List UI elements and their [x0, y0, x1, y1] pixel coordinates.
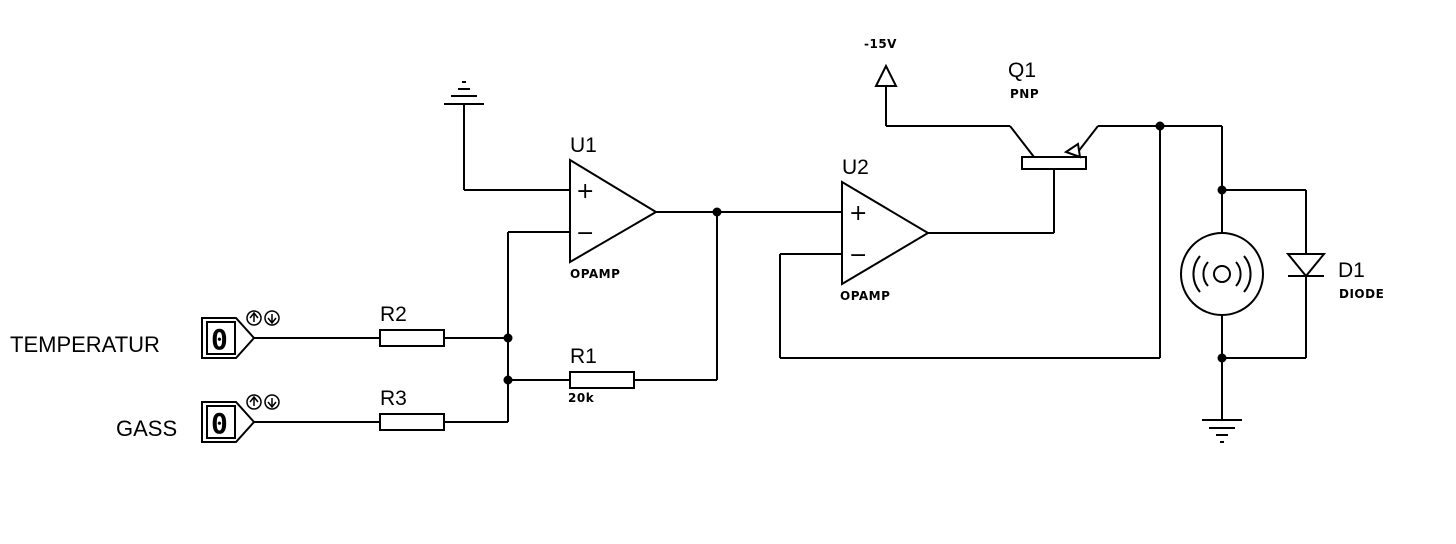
- logic-state-value: 0: [211, 407, 228, 440]
- opamp-minus: −: [576, 221, 594, 246]
- resistor-value: 20k: [568, 391, 595, 405]
- input-label: GASS: [116, 416, 177, 441]
- resistor-body[interactable]: [379, 329, 445, 347]
- ground-symbol-u1: [444, 81, 484, 105]
- logic-state-box[interactable]: [201, 401, 256, 443]
- junction-dot: [712, 207, 722, 217]
- opamp-u2[interactable]: U2 + − OPAMP: [840, 156, 930, 303]
- input-label: TEMPERATUR: [10, 332, 160, 357]
- transistor-base-bar[interactable]: [1021, 156, 1087, 170]
- opamp-minus: −: [849, 243, 867, 268]
- logic-state-value: 0: [211, 323, 228, 356]
- opamp-type: OPAMP: [570, 267, 620, 281]
- toggle-up-down-icon[interactable]: [246, 310, 280, 326]
- junction-dot: [1217, 353, 1227, 363]
- buzzer[interactable]: [1180, 232, 1264, 316]
- opamp-ref: U1: [570, 134, 597, 157]
- pnp-emitter-arrow-icon: [1063, 142, 1082, 159]
- resistor-body[interactable]: [569, 371, 635, 389]
- resistor-r2[interactable]: R2: [379, 303, 445, 347]
- opamp-plus: +: [576, 179, 594, 204]
- diode-body[interactable]: [1285, 253, 1327, 278]
- input-gass[interactable]: GASS 0: [116, 394, 280, 443]
- resistor-ref: R3: [380, 387, 407, 410]
- transistor-type: PNP: [1010, 87, 1039, 101]
- transistor-ref: Q1: [1008, 59, 1036, 82]
- logic-state-box[interactable]: [201, 317, 256, 359]
- wires: [252, 86, 1307, 423]
- diode-d1[interactable]: D1 DIODE: [1285, 253, 1384, 301]
- resistor-ref: R2: [380, 303, 407, 326]
- junction-dot: [503, 375, 513, 385]
- diode-ref: D1: [1338, 259, 1365, 282]
- supply-arrow-icon: [874, 63, 898, 87]
- ground-symbol-output: [1202, 419, 1242, 443]
- transistor-q1[interactable]: Q1 PNP: [1008, 59, 1087, 170]
- opamp-ref: U2: [842, 156, 869, 179]
- junction-dot: [503, 333, 513, 343]
- opamp-plus: +: [849, 201, 867, 226]
- opamp-u1[interactable]: U1 + − OPAMP: [569, 134, 658, 281]
- opamp-type: OPAMP: [840, 289, 890, 303]
- supply-minus-15v[interactable]: -15V: [864, 37, 898, 87]
- junctions: [503, 121, 1227, 385]
- input-temperatur[interactable]: TEMPERATUR 0: [10, 310, 280, 359]
- diode-type: DIODE: [1339, 287, 1384, 301]
- junction-dot: [1155, 121, 1165, 131]
- resistor-body[interactable]: [379, 413, 445, 431]
- resistor-r3[interactable]: R3: [379, 387, 445, 431]
- resistor-r1[interactable]: R1 20k: [568, 345, 635, 405]
- opamp-body[interactable]: [841, 180, 930, 286]
- resistor-ref: R1: [570, 345, 597, 368]
- toggle-up-down-icon[interactable]: [246, 394, 280, 410]
- supply-label: -15V: [864, 37, 897, 51]
- opamp-body[interactable]: [569, 158, 658, 264]
- junction-dot: [1217, 185, 1227, 195]
